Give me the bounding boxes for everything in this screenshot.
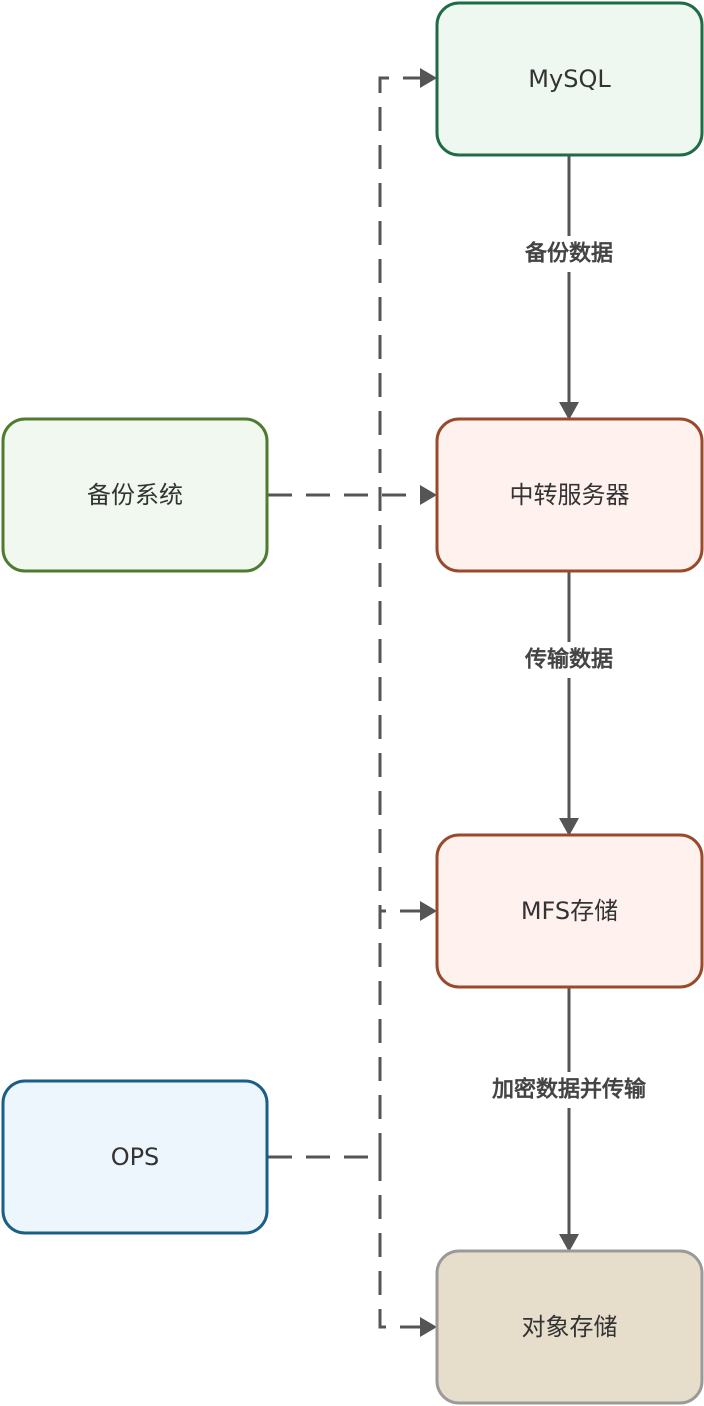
arrowhead-to-relay — [420, 485, 437, 505]
edge-label-transfer-data-text: 传输数据 — [524, 647, 613, 673]
edge-label-encrypt-and-transfer-text: 加密数据并传输 — [491, 1077, 647, 1103]
edge-mysql-to-relay — [559, 156, 579, 420]
node-mfs-storage: MFS存储 — [435, 833, 704, 989]
node-mysql: MySQL — [435, 1, 704, 157]
node-relay-server: 中转服务器 — [435, 417, 704, 573]
edge-label-backup-data: 备份数据 — [512, 236, 626, 272]
node-object-storage: 对象存储 — [435, 1249, 704, 1405]
node-backup-system: 备份系统 — [1, 417, 269, 573]
node-backup-system-label: 备份系统 — [87, 481, 183, 509]
edge-mfs-to-object-storage — [559, 988, 579, 1252]
node-ops-label: OPS — [111, 1143, 160, 1171]
arrowhead-to-mysql — [420, 68, 437, 88]
edge-label-transfer-data: 传输数据 — [512, 642, 626, 678]
arrowhead-to-object-storage — [420, 1317, 437, 1337]
arrowhead-to-mfs — [420, 901, 437, 921]
edge-label-encrypt-and-transfer: 加密数据并传输 — [472, 1072, 666, 1108]
node-mfs-storage-label: MFS存储 — [521, 897, 618, 925]
dashed-arrowheads — [420, 68, 437, 1337]
edge-label-backup-data-text: 备份数据 — [524, 241, 613, 267]
node-relay-server-label: 中转服务器 — [510, 481, 630, 509]
node-ops: OPS — [1, 1079, 269, 1235]
node-object-storage-label: 对象存储 — [522, 1313, 618, 1341]
edge-relay-to-mfs — [559, 572, 579, 836]
node-mysql-label: MySQL — [528, 65, 611, 93]
edge-ops-dashed-bus — [268, 76, 420, 1329]
